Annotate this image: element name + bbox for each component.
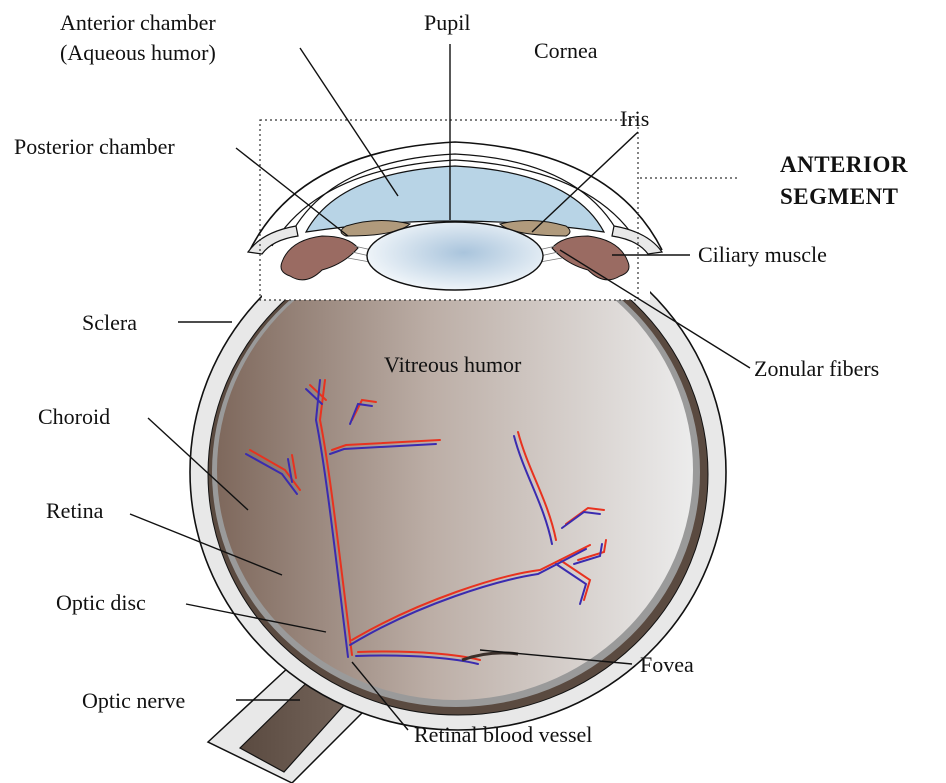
label-pupil: Pupil [424, 10, 470, 35]
vitreous-body [217, 240, 693, 700]
label-choroid: Choroid [38, 404, 110, 429]
label-vitreous-humor: Vitreous humor [384, 352, 522, 377]
label-anterior: ANTERIOR [780, 152, 908, 177]
label-anterior-chamber: Anterior chamber [60, 10, 216, 35]
lens [367, 222, 543, 290]
label-fovea: Fovea [640, 652, 694, 677]
label-retina: Retina [46, 498, 104, 523]
label-zonular-fibers: Zonular fibers [754, 356, 879, 381]
label-optic-nerve: Optic nerve [82, 688, 185, 713]
label-segment: SEGMENT [780, 184, 899, 209]
label-posterior-chamber: Posterior chamber [14, 134, 175, 159]
label-retinal-blood-vessel: Retinal blood vessel [414, 722, 592, 747]
label-aqueous-humor: (Aqueous humor) [60, 40, 216, 65]
label-cornea: Cornea [534, 38, 598, 63]
label-optic-disc: Optic disc [56, 590, 146, 615]
label-sclera: Sclera [82, 310, 137, 335]
label-iris: Iris [620, 106, 649, 131]
label-ciliary-muscle: Ciliary muscle [698, 242, 827, 267]
